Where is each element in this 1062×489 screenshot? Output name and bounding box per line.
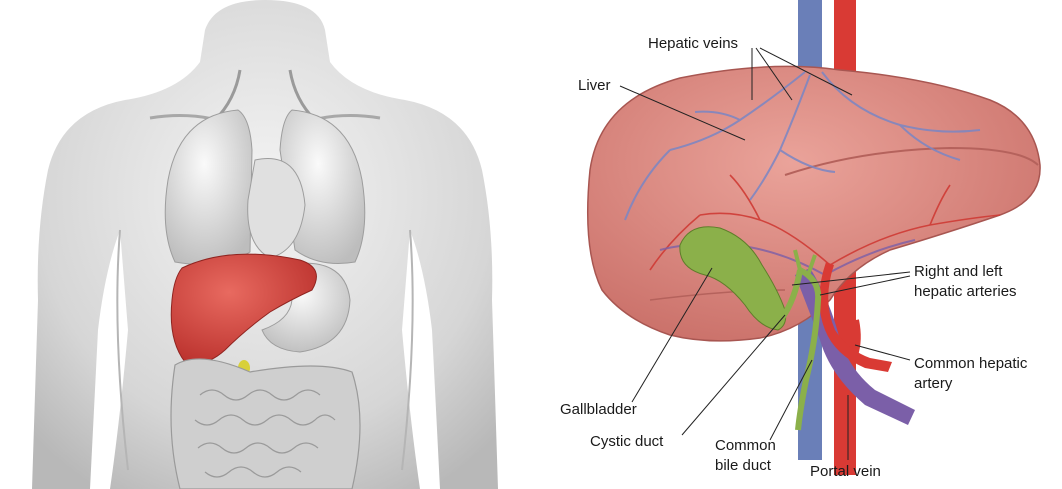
label-common-hepatic-line1: Common hepatic — [914, 355, 1028, 372]
label-common-hepatic-line2: artery — [914, 375, 953, 392]
label-arteries-line2: hepatic arteries — [914, 283, 1017, 300]
label-gallbladder: Gallbladder — [560, 401, 637, 418]
liver-diagram-svg: Hepatic veins Liver Right and left hepat… — [530, 0, 1062, 489]
label-liver: Liver — [578, 77, 611, 94]
torso-illustration — [0, 0, 530, 489]
label-common-bile-line1: Common — [715, 437, 776, 454]
liver-diagram: Hepatic veins Liver Right and left hepat… — [530, 0, 1062, 489]
label-common-bile-line2: bile duct — [715, 457, 772, 474]
label-arteries-line1: Right and left — [914, 263, 1003, 280]
torso-svg — [0, 0, 530, 489]
label-cystic-duct: Cystic duct — [590, 433, 664, 450]
intestines — [171, 359, 360, 489]
label-portal-vein: Portal vein — [810, 463, 881, 480]
label-hepatic-veins: Hepatic veins — [648, 35, 738, 52]
